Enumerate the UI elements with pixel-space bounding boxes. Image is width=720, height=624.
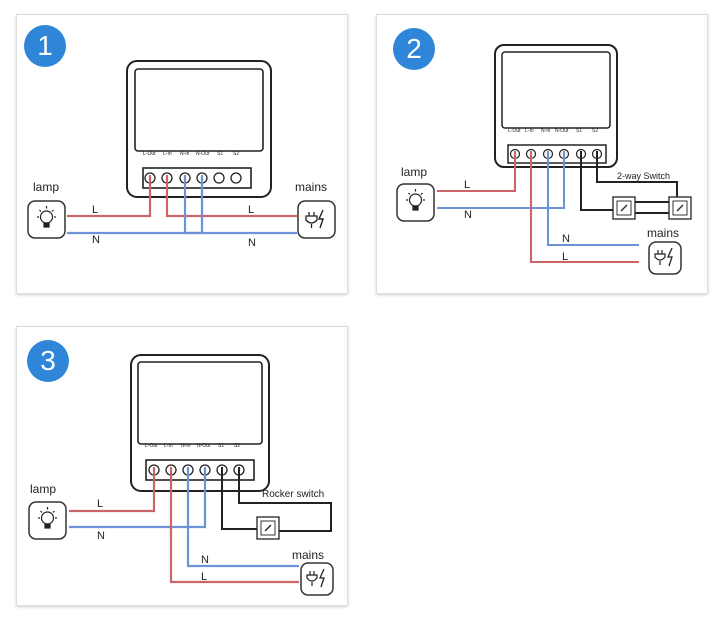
two-way-switch [668,196,692,220]
neutral-wire-lamp [437,151,566,210]
wire-label-l: L [201,571,207,583]
terminal-label: S1 [576,128,582,134]
mains-label: mains [295,180,327,194]
terminal-label: L-In [164,443,173,449]
terminal-label: S1 [218,443,224,449]
diagram-panel-3: 3 L-Out L-In N-In N-Out S1 S2 [16,326,348,606]
neutral-wire-lamp [69,467,207,529]
plug-icon [654,247,673,267]
live-wire-lamp [437,151,517,193]
wire-label-l: L [464,179,470,191]
wire-label-n: N [248,237,256,249]
wire-label-n: N [97,530,105,542]
switch-wire [596,151,678,210]
terminal-label: S2 [234,443,240,449]
terminal-label: N-In [541,128,551,134]
terminal-label: S2 [592,128,598,134]
live-wire-lamp [67,175,152,218]
rocker-switch [256,516,280,540]
terminal-block [507,144,607,164]
live-wire-lamp [69,467,156,513]
neutral-wire-mains [546,151,639,247]
wire-label-n: N [562,233,570,245]
switch-wire [238,467,332,532]
wire-label-l: L [248,204,254,216]
terminal-label: L-Out [145,443,158,449]
terminal-screw [230,172,242,184]
switch-label: 2-way Switch [617,171,670,181]
wiring-diagram: L-Out L-In N-In N-Out S1 S2 L N L N lamp [27,60,336,249]
lightbulb-icon [38,507,57,529]
terminal-label: N-Out [196,151,210,157]
lightbulb-icon [406,189,425,211]
lamp-label: lamp [401,165,427,179]
diagram-panel-1: 1 L-Out L-In N-In N-Out S1 S2 L N L N [16,14,348,294]
wire-label-l: L [92,204,98,216]
wire-label-l: L [562,251,568,263]
plug-icon [305,209,324,229]
plug-icon [306,568,325,588]
live-wire-mains [169,467,299,584]
terminal-label: N-In [180,151,190,157]
wiring-diagram: L-Out L-In N-In N-Out S1 S2 [396,44,692,275]
wire-label-l: L [97,498,103,510]
step-number-badge: 2 [393,28,435,70]
live-wire-mains [165,175,297,218]
switch-wire [580,151,613,211]
lamp-label: lamp [30,482,56,496]
two-way-switch [612,196,636,220]
mains-label: mains [292,548,324,562]
module-face [501,51,611,129]
mains-label: mains [647,226,679,240]
mains-box [300,562,334,596]
diagram-panel-2: 2 L-Out L-In N-In N-Out S1 S2 [376,14,708,294]
terminal-label: L-Out [143,151,156,157]
step-number-badge: 1 [24,25,66,67]
mains-box [648,241,682,275]
wire-label-n: N [92,234,100,246]
neutral-wire-mains [183,175,297,235]
switch-wire [221,467,257,530]
terminal-label: S1 [217,151,223,157]
terminal-label: L-Out [508,128,521,134]
wiring-diagram: L-Out L-In N-In N-Out S1 S2 [28,354,334,596]
lamp-label: lamp [33,180,59,194]
switch-label: Rocker switch [262,489,324,500]
terminal-screw [213,172,225,184]
terminal-label: N-Out [555,128,569,134]
neutral-wire-mains [186,467,299,568]
terminal-label: S2 [233,151,239,157]
wire-label-n: N [201,554,209,566]
terminal-label: L-In [525,128,534,134]
module-face [134,68,264,152]
terminal-label: N-In [181,443,191,449]
terminal-label: N-Out [197,443,211,449]
live-wire-mains [529,151,639,264]
lightbulb-icon [37,206,56,228]
module-face [137,361,263,445]
wire-label-n: N [464,209,472,221]
terminal-label: L-In [163,151,172,157]
step-number-badge: 3 [27,340,69,382]
